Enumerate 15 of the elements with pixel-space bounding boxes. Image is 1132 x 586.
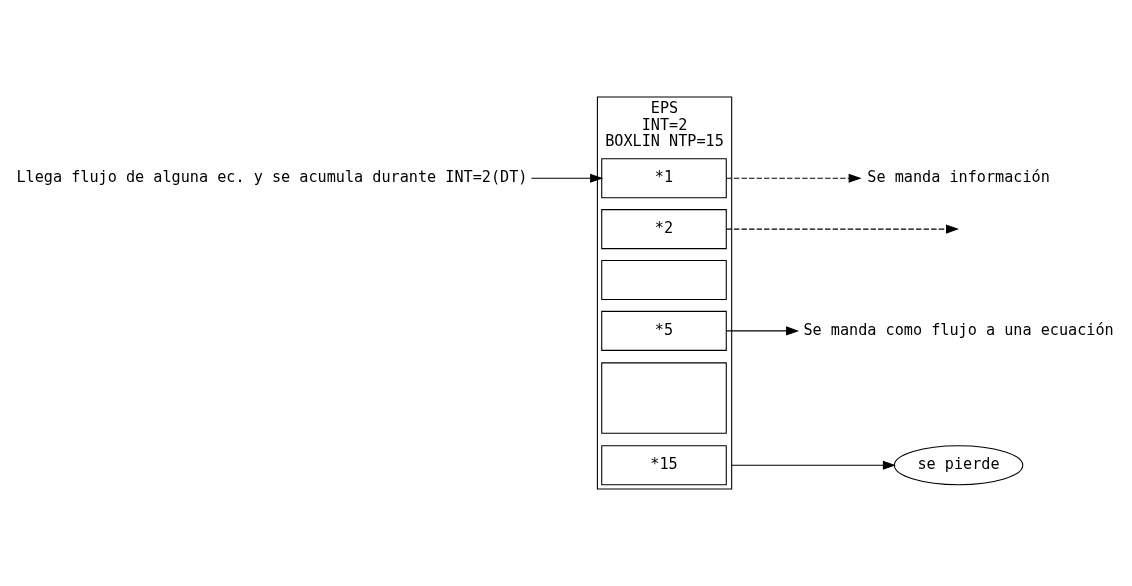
node-text: Se manda como flujo a una ecuación [803, 320, 1114, 339]
node-ellipse: se pierde [893, 445, 1024, 486]
node-box [601, 259, 727, 301]
arrow [731, 460, 896, 470]
node-box: *1 [601, 158, 727, 199]
arrow [725, 173, 862, 183]
arrow [530, 173, 604, 183]
node-box: *15 [601, 445, 727, 486]
node-text: Se manda información [867, 168, 1050, 187]
node-box: *2 [601, 209, 727, 250]
node-text: Llega flujo de alguna ec. y se acumula durante INT=2(DT) [16, 168, 528, 187]
node-box [601, 362, 727, 434]
arrow [725, 224, 959, 234]
node-box: *5 [601, 310, 727, 351]
arrow [725, 326, 800, 336]
